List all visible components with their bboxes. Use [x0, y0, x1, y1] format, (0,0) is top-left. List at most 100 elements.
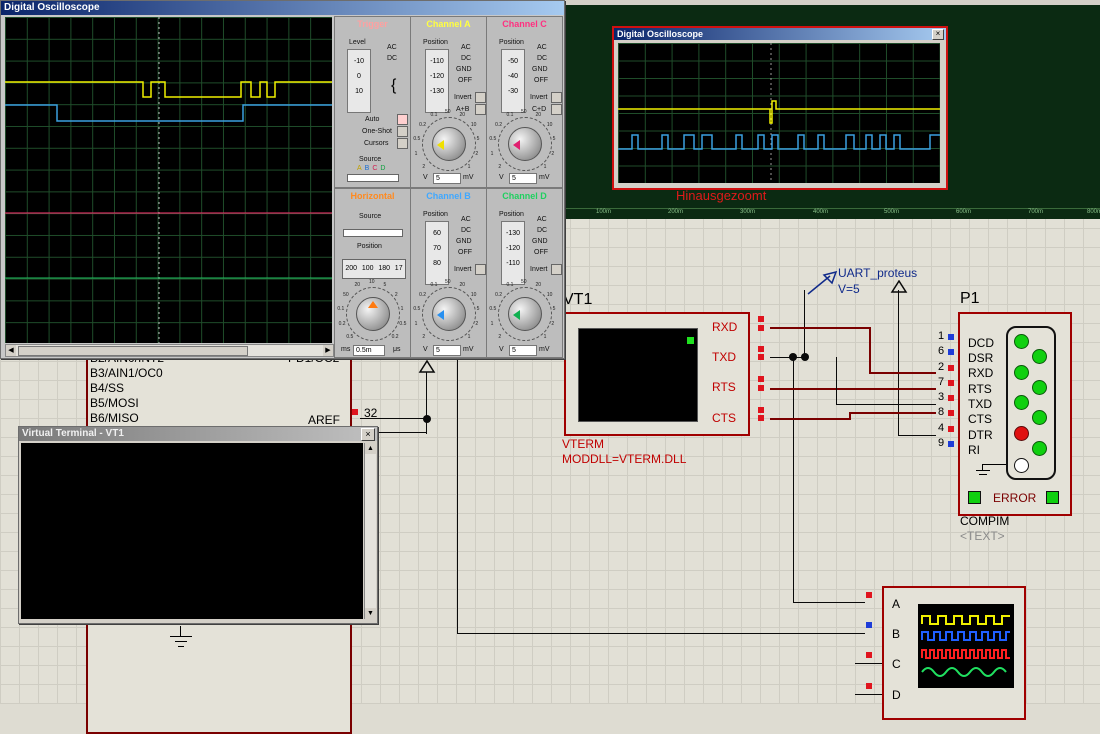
- pin-marker[interactable]: [866, 652, 872, 658]
- level-tape[interactable]: -10 0 10: [347, 49, 371, 113]
- pin-marker[interactable]: [948, 441, 954, 447]
- auto-button[interactable]: [397, 114, 408, 125]
- scroll-thumb[interactable]: [18, 346, 248, 356]
- wire[interactable]: [770, 388, 936, 390]
- volts-knob[interactable]: [508, 297, 542, 331]
- position-tape[interactable]: -50 -40 -30: [501, 49, 525, 113]
- wire[interactable]: [855, 694, 882, 695]
- pin-marker[interactable]: [948, 395, 954, 401]
- scroll-left-arrow[interactable]: ◀: [6, 345, 16, 356]
- position-tape[interactable]: -110 -120 -130: [425, 49, 449, 113]
- wire[interactable]: [426, 372, 427, 434]
- invert-button[interactable]: [475, 92, 486, 103]
- pin-marker[interactable]: [948, 349, 954, 355]
- wire[interactable]: [457, 633, 865, 634]
- pin-marker[interactable]: [948, 410, 954, 416]
- volts-dial[interactable]: [498, 287, 552, 341]
- timebase-knob[interactable]: [356, 297, 390, 331]
- coupling-off[interactable]: OFF: [458, 77, 472, 84]
- volts-knob[interactable]: [432, 297, 466, 331]
- coupling-ac[interactable]: AC: [461, 216, 471, 223]
- timebase-field[interactable]: 0.5m: [353, 345, 385, 356]
- pin-marker[interactable]: [758, 354, 764, 360]
- volts-field[interactable]: 5: [433, 173, 461, 184]
- wire[interactable]: [793, 357, 794, 603]
- virtual-terminal-window[interactable]: Virtual Terminal - VT1 × ▲ ▼: [18, 426, 378, 624]
- cursors-button[interactable]: [397, 138, 408, 149]
- invert-button[interactable]: [551, 92, 562, 103]
- position-tape[interactable]: -130 -120 -110: [501, 221, 525, 285]
- volts-field[interactable]: 5: [509, 345, 537, 356]
- wire[interactable]: [836, 404, 936, 405]
- wire[interactable]: [836, 357, 837, 405]
- scroll-right-arrow[interactable]: ▶: [323, 345, 333, 356]
- pin-marker[interactable]: [758, 407, 764, 413]
- volts-dial[interactable]: [422, 117, 476, 171]
- volts-dial[interactable]: [498, 117, 552, 171]
- pin-marker[interactable]: [948, 380, 954, 386]
- pin-marker[interactable]: [758, 376, 764, 382]
- volts-field[interactable]: 5: [433, 345, 461, 356]
- volts-dial[interactable]: [422, 287, 476, 341]
- close-button[interactable]: ×: [361, 428, 375, 441]
- wire[interactable]: [360, 418, 427, 419]
- combo-button[interactable]: [475, 104, 486, 115]
- wire[interactable]: [849, 412, 851, 420]
- wire[interactable]: [770, 327, 870, 329]
- combo-button[interactable]: [551, 104, 562, 115]
- coupling-ac[interactable]: AC: [537, 216, 547, 223]
- h-source-slider[interactable]: [343, 229, 403, 237]
- source-slider[interactable]: [347, 174, 399, 182]
- coupling-gnd[interactable]: GND: [532, 238, 548, 245]
- wire[interactable]: [898, 435, 936, 436]
- wire[interactable]: [804, 290, 805, 358]
- timebase-dial[interactable]: [346, 287, 400, 341]
- position-tape[interactable]: 60 70 80: [425, 221, 449, 285]
- osc-hscrollbar[interactable]: ◀ ▶: [5, 344, 334, 357]
- pin-marker[interactable]: [866, 622, 872, 628]
- wire[interactable]: [770, 357, 805, 358]
- close-button[interactable]: ×: [932, 29, 944, 40]
- volts-knob[interactable]: [432, 127, 466, 161]
- pin-marker[interactable]: [758, 325, 764, 331]
- coupling-dc[interactable]: DC: [461, 227, 472, 234]
- pin-marker[interactable]: [866, 683, 872, 689]
- coupling-off[interactable]: OFF: [534, 249, 548, 256]
- coupling-dc[interactable]: DC: [537, 227, 548, 234]
- h-position-counter[interactable]: 200 100 180 17: [342, 259, 406, 279]
- one-shot-button[interactable]: [397, 126, 408, 137]
- small-osc-window[interactable]: Digital Oscilloscope ×: [612, 26, 948, 190]
- coupling-ac[interactable]: AC: [537, 44, 547, 51]
- wire[interactable]: [360, 432, 427, 433]
- terminal-screen[interactable]: [21, 443, 363, 619]
- wire[interactable]: [849, 412, 936, 414]
- coupling-off[interactable]: OFF: [458, 249, 472, 256]
- volts-knob[interactable]: [508, 127, 542, 161]
- scroll-up-arrow[interactable]: ▲: [365, 443, 376, 454]
- coupling-off[interactable]: OFF: [534, 77, 548, 84]
- pin-marker[interactable]: [758, 346, 764, 352]
- osc-titlebar[interactable]: Digital Oscilloscope: [1, 1, 564, 15]
- vt1-component[interactable]: [564, 312, 750, 436]
- probe-arrow-up[interactable]: [418, 360, 436, 374]
- pin-marker[interactable]: [866, 592, 872, 598]
- edge-selector[interactable]: {: [391, 77, 397, 94]
- aref-pin[interactable]: [352, 409, 358, 415]
- coupling-gnd[interactable]: GND: [456, 66, 472, 73]
- invert-button[interactable]: [551, 264, 562, 275]
- small-osc-titlebar[interactable]: Digital Oscilloscope: [614, 28, 946, 40]
- coupling-dc[interactable]: DC: [461, 55, 472, 62]
- trigger-dc[interactable]: DC: [387, 55, 398, 62]
- terminal-titlebar[interactable]: Virtual Terminal - VT1: [19, 427, 377, 441]
- pin-marker[interactable]: [758, 415, 764, 421]
- terminal-scrollbar[interactable]: ▲ ▼: [364, 443, 376, 619]
- invert-button[interactable]: [475, 264, 486, 275]
- oscilloscope-window[interactable]: Digital Oscilloscope ◀ ▶ Trigger Level -…: [0, 0, 565, 359]
- uart-probe-arrow[interactable]: [806, 270, 840, 298]
- scroll-down-arrow[interactable]: ▼: [365, 608, 376, 619]
- trigger-ac[interactable]: AC: [387, 44, 397, 51]
- pin-marker[interactable]: [948, 365, 954, 371]
- pin-marker[interactable]: [948, 334, 954, 340]
- wire[interactable]: [869, 372, 936, 374]
- wire[interactable]: [855, 663, 882, 664]
